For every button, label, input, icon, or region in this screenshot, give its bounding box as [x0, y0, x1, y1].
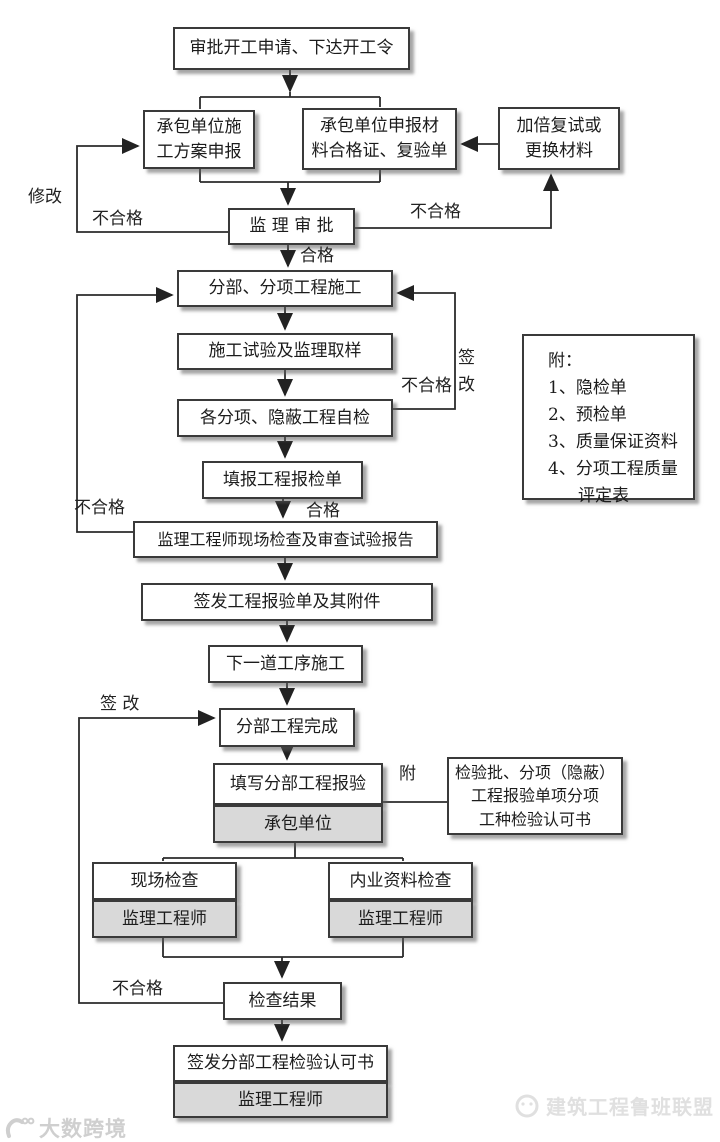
node-attach-note-line3: 工种检验认可书 — [478, 809, 591, 829]
node-fill-inspection: 填报工程报检单 — [202, 461, 363, 499]
watermark-bottom-right: 建筑工程鲁班联盟 — [514, 1091, 714, 1120]
node-issue-div-cert-role: 监理工程师 — [173, 1082, 388, 1118]
node-contractor-plan-line1: 承包单位施 — [156, 116, 242, 137]
node-div-complete-label: 分部工程完成 — [236, 717, 338, 738]
edge-label-fail-5: 不合格 — [112, 979, 163, 999]
attachments-item-4b: 评定表 — [578, 486, 629, 506]
node-contractor-unit-label: 承包单位 — [264, 813, 332, 834]
node-check-result-label: 检查结果 — [248, 990, 317, 1011]
node-fill-div-report: 填写分部工程报验 — [213, 763, 383, 805]
watermark-bottom-left: 大数跨境 — [5, 1113, 127, 1142]
edge-label-attach: 附 — [399, 764, 416, 784]
node-retest-replace: 加倍复试或 更换材料 — [498, 107, 620, 170]
node-materials-line2: 料合格证、复验单 — [311, 141, 448, 161]
edge-label-fail-3: 不合格 — [401, 376, 452, 396]
node-issue-div-cert: 签发分部工程检验认可书 — [173, 1045, 388, 1082]
attachments-title: 附： — [548, 351, 582, 371]
node-next-process-label: 下一道工序施工 — [226, 653, 345, 674]
node-contractor-unit: 承包单位 — [213, 805, 383, 843]
edge-label-pass-2: 合格 — [306, 501, 340, 521]
edge-label-fail-4: 不合格 — [74, 498, 125, 518]
attachments-item-2: 2、预检单 — [548, 405, 627, 425]
node-self-check-label: 各分项、隐蔽工程自检 — [200, 407, 370, 428]
node-supervisor-review-label: 监 理 审 批 — [249, 216, 334, 237]
node-contractor-plan: 承包单位施 工方案申报 — [143, 110, 255, 169]
node-doc-check-label: 内业资料检查 — [349, 870, 452, 891]
node-fill-div-report-label: 填写分部工程报验 — [230, 773, 366, 794]
node-retest-line2: 更换材料 — [525, 140, 593, 161]
node-materials-submit: 承包单位申报材 料合格证、复验单 — [302, 108, 457, 170]
node-sub-construction-label: 分部、分项工程施工 — [208, 278, 362, 299]
edge-label-sign-upper: 签 — [458, 348, 475, 368]
node-doc-check: 内业资料检查 — [328, 862, 473, 900]
watermark-right-text: 建筑工程鲁班联盟 — [546, 1095, 714, 1119]
node-approve-start-label: 审批开工申请、下达开工令 — [189, 38, 394, 59]
node-site-check-role-label: 监理工程师 — [122, 908, 207, 929]
edge-label-pass-1: 合格 — [300, 246, 334, 266]
attachments-item-3: 3、质量保证资料 — [548, 432, 678, 452]
node-div-complete: 分部工程完成 — [219, 708, 355, 747]
node-doc-check-role: 监理工程师 — [328, 900, 473, 938]
node-approve-start: 审批开工申请、下达开工令 — [173, 27, 410, 70]
node-check-result: 检查结果 — [223, 982, 342, 1020]
node-issue-div-cert-role-label: 监理工程师 — [238, 1089, 323, 1110]
node-retest-line1: 加倍复试或 — [516, 115, 602, 136]
node-site-review-report-label: 监理工程师现场检查及审查试验报告 — [157, 529, 414, 549]
node-site-check: 现场检查 — [92, 862, 237, 900]
attachments-item-1: 1、隐检单 — [548, 378, 627, 398]
node-attach-note-line2: 工程报验单项分项 — [470, 786, 599, 806]
watermark-left-logo-icon — [5, 1117, 35, 1138]
node-site-check-label: 现场检查 — [130, 870, 199, 891]
node-contractor-plan-line2: 工方案申报 — [156, 141, 242, 162]
edge-label-fail-1: 不合格 — [92, 209, 143, 229]
watermark-left-text: 大数跨境 — [39, 1117, 127, 1141]
node-test-sampling-label: 施工试验及监理取样 — [208, 341, 362, 362]
node-issue-form: 签发工程报验单及其附件 — [141, 583, 433, 621]
node-test-sampling: 施工试验及监理取样 — [177, 333, 393, 370]
edge-label-sign-revise-lower: 签 改 — [100, 694, 140, 714]
node-next-process: 下一道工序施工 — [208, 645, 363, 683]
flow-plain-lines — [162, 92, 447, 958]
flow-arrows — [76, 70, 560, 1042]
node-sub-construction: 分部、分项工程施工 — [177, 270, 393, 307]
attachments-item-4: 4、分项工程质量 — [548, 459, 678, 479]
node-fill-inspection-label: 填报工程报检单 — [223, 469, 342, 490]
node-issue-div-cert-label: 签发分部工程检验认可书 — [187, 1053, 374, 1074]
watermark-right-logo-icon — [515, 1094, 539, 1117]
node-attach-note-line1: 检验批、分项（隐蔽） — [454, 763, 615, 783]
node-supervisor-review: 监 理 审 批 — [228, 208, 355, 245]
node-attach-note: 检验批、分项（隐蔽） 工程报验单项分项 工种检验认可书 — [447, 757, 623, 835]
node-issue-form-label: 签发工程报验单及其附件 — [193, 591, 381, 612]
node-site-review-report: 监理工程师现场检查及审查试验报告 — [133, 521, 438, 558]
edge-label-modify: 修改 — [28, 187, 62, 207]
node-site-check-role: 监理工程师 — [92, 900, 237, 938]
attachments-list-box: 附： 1、隐检单 2、预检单 3、质量保证资料 4、分项工程质量 评定表 — [522, 334, 695, 506]
node-self-check: 各分项、隐蔽工程自检 — [177, 399, 393, 437]
node-doc-check-role-label: 监理工程师 — [358, 908, 443, 929]
edge-label-fail-2: 不合格 — [410, 202, 461, 222]
edge-label-revise-upper: 改 — [458, 375, 475, 395]
node-materials-line1: 承包单位申报材 — [320, 116, 439, 137]
